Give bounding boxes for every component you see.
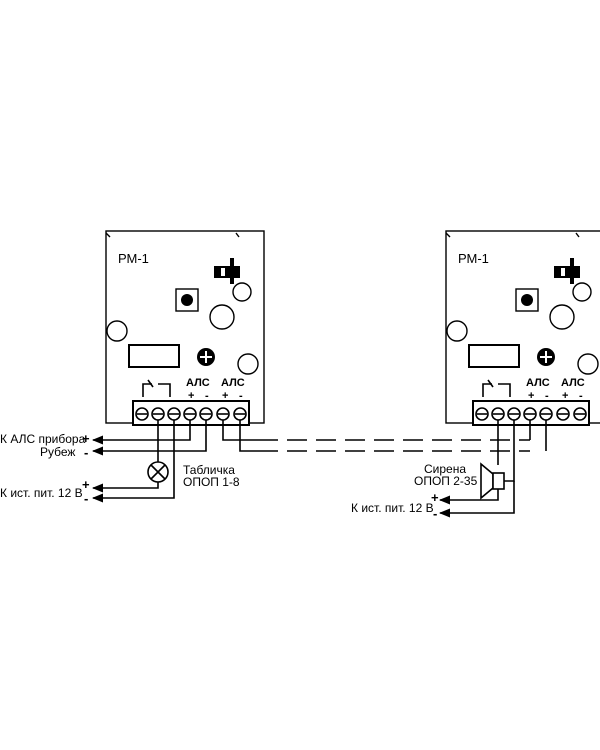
fuse-icon [214, 258, 240, 284]
alc-out-label: АЛС [561, 377, 585, 389]
mounting-hole [232, 282, 252, 302]
corner-mark [105, 232, 111, 238]
terminal-screw[interactable] [216, 407, 230, 421]
corner-mark [235, 232, 240, 238]
corner-mark [575, 232, 580, 238]
terminal-screw[interactable] [491, 407, 505, 421]
mounting-hole [237, 353, 259, 375]
relay-contact-icon [482, 383, 511, 397]
relay-contact-icon [142, 383, 171, 397]
terminal-screw[interactable] [233, 407, 247, 421]
alc-line [222, 420, 547, 452]
siren-label-line2: ОПОП 2-35 [414, 474, 478, 488]
terminal-screw[interactable] [199, 407, 213, 421]
power-right-minus-wire [438, 481, 515, 518]
indicator-window [128, 344, 180, 368]
alc-device-plus-wire [91, 420, 191, 445]
mounting-hole [106, 320, 128, 342]
power-left-plus-wire [91, 482, 159, 493]
lamp-icon [147, 461, 169, 483]
terminal-screw[interactable] [556, 407, 570, 421]
terminal-screw[interactable] [573, 407, 587, 421]
terminal-screw[interactable] [523, 407, 537, 421]
module-right-title: РМ-1 [458, 251, 489, 266]
power-right-label: К ист. пит. 12 В [351, 501, 434, 515]
module-right-board [445, 230, 600, 424]
terminal-block-left [132, 400, 250, 426]
alc-in-label: АЛС [186, 377, 210, 389]
terminal-screw[interactable] [183, 407, 197, 421]
fuse-icon [554, 258, 580, 284]
screw-icon [197, 348, 215, 366]
terminal-screw[interactable] [475, 407, 489, 421]
alc-in-minus: - [545, 390, 549, 402]
mounting-hole [209, 304, 235, 330]
alc-out-minus: - [239, 390, 243, 402]
siren-label-line1: Сирена [424, 462, 466, 476]
alc-in-plus: + [528, 390, 534, 402]
terminal-screw[interactable] [167, 407, 181, 421]
sign-label-line1: Табличка [183, 463, 235, 477]
module-left-board [105, 230, 265, 424]
power-left-minus: - [84, 491, 88, 506]
terminal-block-right [472, 400, 590, 426]
alc-in-plus: + [188, 390, 194, 402]
siren-speaker-icon [480, 462, 505, 500]
screw-icon [537, 348, 555, 366]
mounting-hole [446, 320, 468, 342]
module-left-title: РМ-1 [118, 251, 149, 266]
push-button-icon[interactable] [175, 288, 199, 312]
power-left-plus: + [82, 477, 90, 492]
terminal-screw[interactable] [507, 407, 521, 421]
alc-device-label: К АЛС прибора [0, 432, 86, 446]
module-left: РМ-1 АЛС АЛС + - + - [105, 230, 265, 426]
rubezh-minus-wire [91, 420, 207, 456]
mounting-hole [572, 282, 592, 302]
terminal-screw[interactable] [151, 407, 165, 421]
wiring-right [438, 420, 515, 518]
alc-out-label: АЛС [221, 377, 245, 389]
power-right-plus-wire [438, 489, 499, 505]
alc-out-plus: + [562, 390, 568, 402]
power-right-minus: - [433, 506, 437, 521]
rubezh-label: Рубеж [40, 445, 75, 459]
alc-in-minus: - [205, 390, 209, 402]
alc-in-label: АЛС [526, 377, 550, 389]
rubezh-minus: - [84, 445, 88, 460]
corner-mark [445, 232, 451, 238]
push-button-icon[interactable] [515, 288, 539, 312]
power-left-label: К ист. пит. 12 В [0, 486, 83, 500]
alc-out-minus: - [579, 390, 583, 402]
power-left-minus-wire [91, 420, 175, 503]
sign-label-line2: ОПОП 1-8 [183, 475, 240, 489]
terminal-screw[interactable] [539, 407, 553, 421]
alc-device-plus: + [82, 431, 90, 446]
power-right-plus: + [431, 490, 439, 505]
mounting-hole [577, 353, 599, 375]
module-right: РМ-1 АЛС АЛС + - + - [445, 230, 600, 426]
terminal-screw[interactable] [135, 407, 149, 421]
mounting-hole [549, 304, 575, 330]
indicator-window [468, 344, 520, 368]
alc-out-plus: + [222, 390, 228, 402]
wiring-left [91, 420, 207, 503]
